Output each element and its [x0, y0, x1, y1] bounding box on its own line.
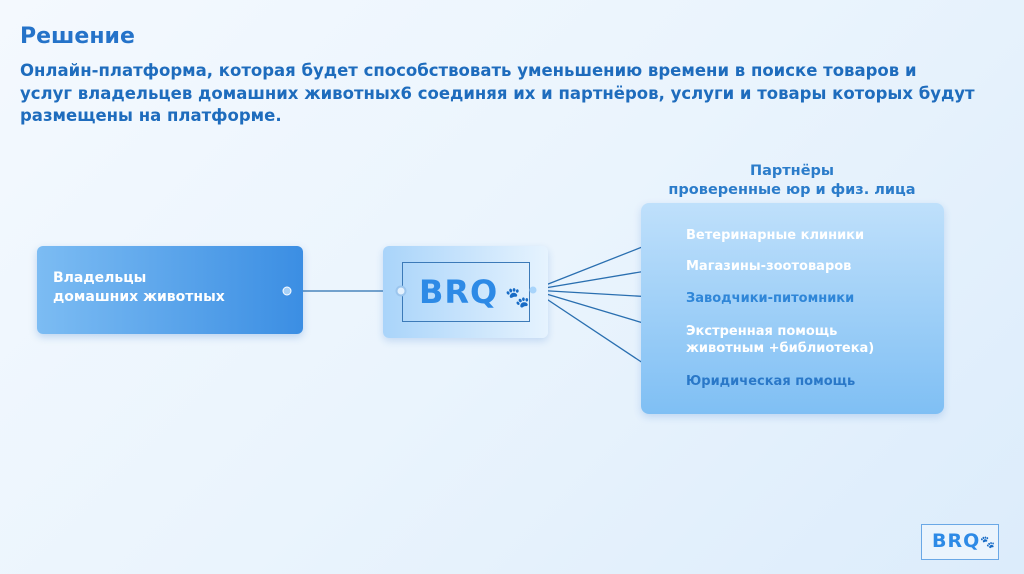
slide-title: Решение [20, 24, 135, 49]
owners-line: домашних животных [53, 289, 225, 305]
partner-item: Заводчики-питомники [686, 291, 855, 306]
brq-logo: BRQ [419, 273, 499, 311]
partners-subtitle: проверенные юр и физ. лица [668, 182, 916, 198]
partners-title-line: Партнёры [749, 163, 835, 179]
description-line: Онлайн-платформа, которая будет способст… [20, 61, 917, 80]
footer-logo: BRQ 🐾 [921, 524, 999, 560]
partner-item-line: животным +библиотека) [686, 341, 875, 356]
paw-icon: 🐾 [980, 535, 995, 549]
description-line: услуг владельцев домашних животных6 соед… [20, 83, 975, 103]
paw-icon: 🐾 [505, 285, 530, 309]
partner-item-line: Экстренная помощь [686, 324, 838, 339]
partners-box [641, 203, 944, 414]
pet-owners-box: Владельцы домашних животных [37, 246, 303, 334]
solution-description: Онлайн-платформа, которая будет способст… [20, 60, 980, 128]
partner-item: Юридическая помощь [686, 374, 856, 389]
owners-line: Владельцы [53, 270, 147, 286]
partner-item: Ветеринарные клиники [686, 228, 865, 243]
pet-owners-label: Владельцы домашних животных [53, 269, 225, 307]
partner-item: Экстренная помощь животным +библиотека) [686, 323, 874, 357]
description-line: размещены на платформе. [20, 106, 282, 125]
partner-item: Магазины-зоотоваров [686, 259, 852, 274]
partners-title: Партнёры проверенные юр и физ. лица [642, 162, 942, 200]
footer-logo-text: BRQ [932, 530, 981, 552]
